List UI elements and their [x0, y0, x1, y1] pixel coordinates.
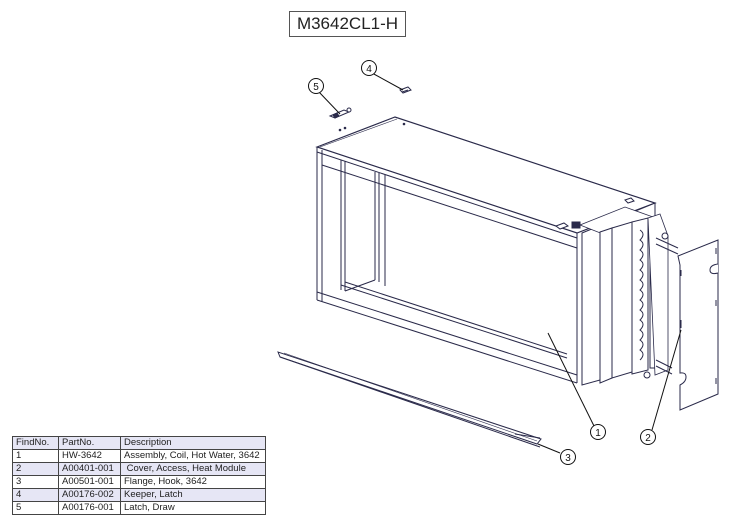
- callout-1: 1: [590, 424, 606, 440]
- part-no-cell: A00176-001: [58, 501, 121, 515]
- callout-4: 4: [361, 60, 377, 76]
- find-no-cell: 3: [12, 475, 59, 489]
- table-row: 3 A00501-001 Flange, Hook, 3642: [12, 475, 266, 489]
- callout-5: 5: [308, 78, 324, 94]
- svg-text:3: 3: [565, 453, 571, 464]
- description-cell: Keeper, Latch: [120, 488, 266, 502]
- table-row: 5 A00176-001 Latch, Draw: [12, 501, 266, 515]
- table-row: 4 A00176-002 Keeper, Latch: [12, 488, 266, 502]
- table-row: 2 A00401-001 Cover, Access, Heat Module: [12, 462, 266, 476]
- part-no-cell: HW-3642: [58, 449, 121, 463]
- part-no-cell: A00176-002: [58, 488, 121, 502]
- cabinet-housing: [315, 116, 657, 386]
- find-no-cell: 1: [12, 449, 59, 463]
- find-no-cell: 4: [12, 488, 59, 502]
- description-cell: Flange, Hook, 3642: [120, 475, 266, 489]
- table-row: 1 HW-3642 Assembly, Coil, Hot Water, 364…: [12, 449, 266, 463]
- header-part-no: PartNo.: [58, 436, 121, 450]
- svg-text:2: 2: [645, 433, 651, 444]
- part-no-cell: A00501-001: [58, 475, 121, 489]
- svg-text:1: 1: [595, 428, 601, 439]
- drawing-title: M3642CL1-H: [289, 11, 406, 37]
- svg-text:5: 5: [313, 82, 319, 93]
- keeper-latch: [399, 86, 412, 94]
- flange-hook: [277, 351, 542, 448]
- description-cell: Cover, Access, Heat Module: [120, 462, 266, 476]
- callout-2: 2: [640, 429, 656, 445]
- coil-assembly: [599, 213, 679, 384]
- header-description: Description: [120, 436, 266, 450]
- svg-text:4: 4: [366, 64, 372, 75]
- description-cell: Latch, Draw: [120, 501, 266, 515]
- callout-3: 3: [560, 449, 576, 465]
- leader-lines: [318, 72, 682, 454]
- table-header-row: FindNo. PartNo. Description: [12, 436, 266, 450]
- find-no-cell: 5: [12, 501, 59, 515]
- part-no-cell: A00401-001: [58, 462, 121, 476]
- bill-of-materials-table: FindNo. PartNo. Description 1 HW-3642 As…: [12, 436, 266, 515]
- draw-latch: [328, 107, 352, 119]
- header-find-no: FindNo.: [12, 436, 59, 450]
- description-cell: Assembly, Coil, Hot Water, 3642: [120, 449, 266, 463]
- access-cover: [677, 239, 719, 411]
- find-no-cell: 2: [12, 462, 59, 476]
